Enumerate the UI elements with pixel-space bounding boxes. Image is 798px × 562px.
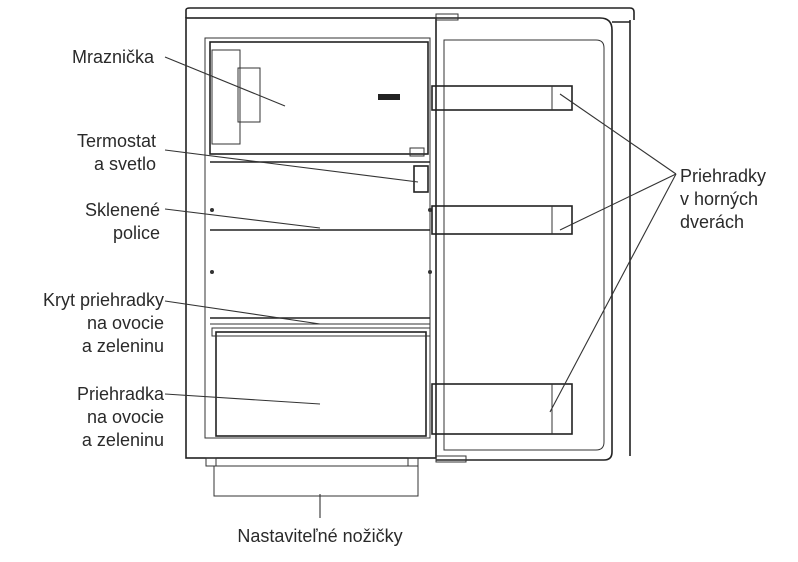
crisper-drawer-lip — [211, 327, 431, 337]
base-plinth — [213, 465, 419, 497]
freezer-latch — [409, 147, 425, 157]
freezer-logo — [378, 94, 400, 100]
freezer-flap — [211, 49, 241, 145]
label-line: Kryt priehradky — [42, 290, 164, 310]
label-line: na ovocie — [86, 313, 164, 333]
leader-freezer — [164, 56, 286, 107]
door-bin-2 — [431, 205, 573, 235]
door-bin-3 — [431, 383, 573, 435]
label-adjustable-feet: Nastaviteľné nožičky — [195, 525, 445, 548]
shelf-peg — [428, 270, 432, 274]
label-line: dverách — [680, 212, 745, 232]
door-bin-1 — [431, 85, 573, 111]
label-line: Nastaviteľné nožičky — [237, 526, 403, 546]
label-freezer: Mraznička — [36, 46, 154, 69]
label-line: Sklenené — [84, 200, 160, 220]
door-liner — [443, 39, 605, 451]
leader-door-shelf-1 — [559, 93, 677, 175]
leader-crisper-cover — [164, 300, 321, 325]
foot-left — [205, 457, 217, 467]
label-thermostat: Termostat a svetlo — [36, 130, 156, 176]
label-line: a zeleninu — [81, 336, 164, 356]
shelf-peg — [210, 208, 214, 212]
label-crisper-cover: Kryt priehradky na ovocie a zeleninu — [4, 289, 164, 358]
foot-right — [407, 457, 419, 467]
label-crisper-drawer: Priehradka na ovocie a zeleninu — [20, 383, 164, 452]
leader-door-shelf-3 — [549, 173, 677, 413]
fridge-top — [185, 7, 635, 20]
leader-thermostat — [164, 149, 419, 183]
label-line: police — [112, 223, 160, 243]
label-door-shelves: Priehradky v horných dverách — [680, 165, 790, 234]
label-line: v horných — [680, 189, 759, 209]
label-line: na ovocie — [86, 407, 164, 427]
label-line: Priehradka — [76, 384, 164, 404]
leader-crisper-drawer — [164, 393, 321, 405]
label-line: a svetlo — [93, 154, 156, 174]
shelf-peg — [210, 270, 214, 274]
fridge-cabinet — [185, 17, 437, 459]
shelf-peg — [428, 208, 432, 212]
leader-glass-shelves — [164, 208, 321, 229]
label-glass-shelves: Sklenené police — [36, 199, 160, 245]
door-hinge-top — [435, 13, 459, 21]
freezer-handle — [237, 67, 261, 123]
fridge-door — [436, 17, 613, 461]
label-line: Mraznička — [71, 47, 154, 67]
label-line: Termostat — [76, 131, 156, 151]
thermostat-unit — [413, 165, 429, 193]
crisper-drawer — [215, 331, 427, 437]
label-line: a zeleninu — [81, 430, 164, 450]
cabinet-inner — [204, 37, 431, 439]
leader-door-shelf-2 — [559, 173, 677, 231]
freezer-compartment — [209, 41, 429, 155]
label-line: Priehradky — [680, 166, 767, 186]
door-hinge-bottom — [435, 455, 467, 463]
